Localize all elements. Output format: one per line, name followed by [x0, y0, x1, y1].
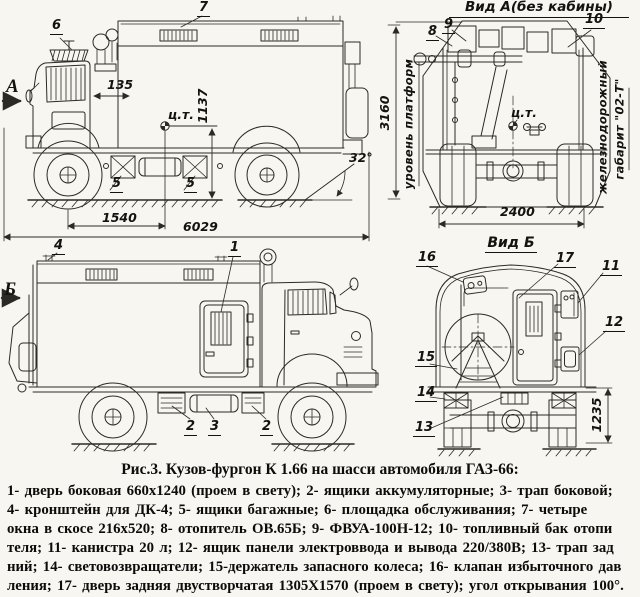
view-letter-a: А: [6, 76, 19, 97]
callout-11: 11: [600, 259, 623, 276]
callout-8: 8: [426, 24, 440, 41]
dim-1235: 1235: [588, 397, 604, 433]
callout-2a: 2: [184, 419, 198, 436]
callout-10: 10: [583, 12, 606, 29]
dim-angle-32: 32°: [349, 150, 373, 165]
dim-6029: 6029: [183, 219, 218, 234]
view-b-drawing: [426, 263, 613, 457]
rail-gauge-label-line2: габарит "02-Т": [612, 78, 627, 180]
side-view-right-drawing: [1, 15, 401, 242]
callout-12: 12: [603, 315, 626, 332]
callout-5a: 5: [110, 176, 124, 193]
dim-2400: 2400: [500, 204, 535, 219]
caption-line: окна в скосе 216х520; 8- отопитель ОВ.65…: [7, 521, 613, 537]
callout-2b: 2: [260, 419, 274, 436]
callout-15: 15: [415, 350, 438, 367]
view-a-title: Вид А(без кабины): [449, 0, 629, 18]
view-b-title: Вид Б: [485, 236, 537, 253]
caption-line: 4- кронштейн для ДК-4; 5- ящики багажные…: [7, 502, 588, 518]
callout-14: 14: [415, 385, 438, 402]
callout-13: 13: [413, 420, 436, 437]
callout-7: 7: [197, 0, 211, 17]
callout-3: 3: [208, 419, 222, 436]
dim-135: 135: [107, 77, 134, 92]
caption-line: ний; 14- световозвращатели; 15-держатель…: [7, 559, 622, 575]
view-a-drawing: [395, 20, 630, 229]
dim-3160: 3160: [376, 95, 392, 131]
caption-line: теля; 11- канистра 20 л; 12- ящик панели…: [7, 540, 614, 556]
cg-label-view-a: ц.т.: [511, 105, 538, 120]
dim-1137: 1137: [194, 88, 210, 124]
rail-gauge-label-line1: железнодорожный: [595, 60, 610, 194]
figure-caption: Рис.3. Кузов-фургон К 1.66 на шасси авто…: [0, 460, 640, 596]
figure-caption-title: Рис.3. Кузов-фургон К 1.66 на шасси авто…: [121, 461, 519, 478]
caption-line: 1- дверь боковая 660х1240 (проем в свету…: [7, 483, 613, 499]
view-letter-b: Б: [4, 279, 17, 300]
dim-1540: 1540: [102, 210, 137, 225]
callout-4: 4: [52, 238, 66, 255]
callout-5b: 5: [184, 176, 198, 193]
cg-label: ц.т.: [168, 107, 195, 122]
callout-9: 9: [442, 17, 456, 34]
caption-line: ления; 17- дверь задняя двустворчатая 13…: [7, 578, 624, 594]
callout-16: 16: [416, 250, 439, 267]
side-view-left-drawing: [0, 248, 379, 452]
callout-17: 17: [554, 251, 577, 268]
callout-6: 6: [50, 18, 64, 35]
platform-level-label: уровень платформ: [401, 58, 416, 190]
callout-1: 1: [228, 240, 242, 257]
